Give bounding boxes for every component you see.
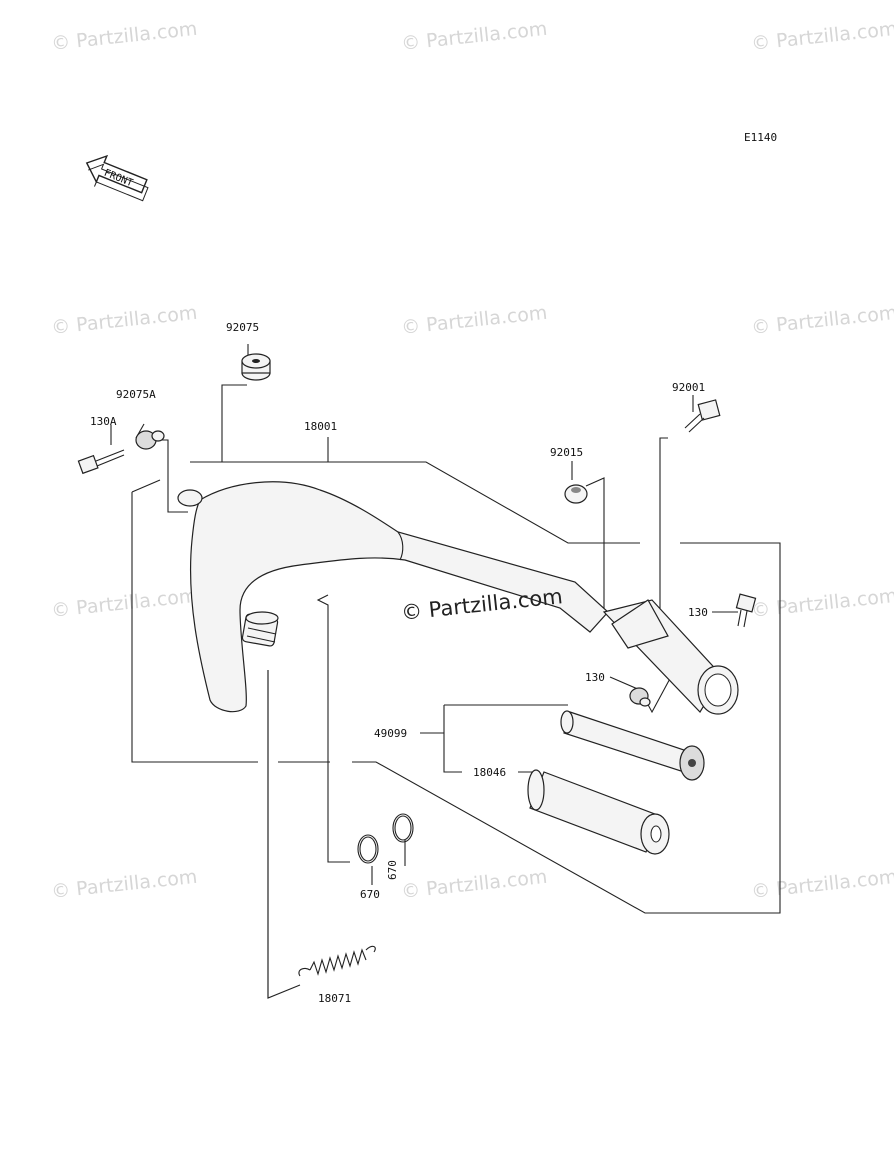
watermark: © Partzilla.com: [750, 585, 894, 622]
part-label-92075: 92075: [226, 321, 259, 334]
watermark: © Partzilla.com: [400, 302, 548, 339]
center-watermark: © Partzilla.com: [400, 584, 564, 625]
part-labels: 92075 92075A 130A 18001 92015 92001 130 …: [90, 321, 708, 1005]
nut-92015: [564, 484, 588, 504]
bolt-130-lower: [629, 687, 651, 707]
leader-lines: [110, 344, 781, 999]
watermark: © Partzilla.com: [750, 866, 894, 903]
silencer-49099: [560, 710, 705, 781]
part-label-130-upper: 130: [688, 606, 708, 619]
bolt-92001: [684, 399, 721, 433]
watermark: © Partzilla.com: [50, 302, 198, 339]
front-arrow-icon: FRONT: [85, 154, 149, 202]
part-label-92075A: 92075A: [116, 388, 156, 401]
part-label-670-left: 670: [360, 888, 380, 901]
part-label-18046: 18046: [473, 766, 506, 779]
watermark: © Partzilla.com: [400, 18, 548, 55]
bolt-130A: [77, 449, 125, 475]
gasket-670-right: [392, 813, 414, 843]
watermark: © Partzilla.com: [50, 18, 198, 55]
gasket-670-left: [357, 834, 379, 864]
watermark: © Partzilla.com: [400, 866, 548, 903]
watermark: © Partzilla.com: [50, 585, 198, 622]
watermark: © Partzilla.com: [50, 866, 198, 903]
watermark: © Partzilla.com: [750, 18, 894, 55]
bolt-130-upper: [735, 593, 757, 628]
part-label-18071: 18071: [318, 992, 351, 1005]
diagram-code: E1140: [744, 131, 777, 144]
packing-18046: [527, 769, 670, 855]
part-label-670-right: 670: [386, 860, 399, 880]
parts: [77, 353, 757, 977]
spring-18071-icon: [298, 945, 376, 977]
muffler-tail: [602, 599, 739, 715]
part-label-18001: 18001: [304, 420, 337, 433]
part-label-92001: 92001: [672, 381, 705, 394]
part-label-130-lower: 130: [585, 671, 605, 684]
part-label-130A: 130A: [90, 415, 117, 428]
part-label-49099: 49099: [374, 727, 407, 740]
washer-92075: [241, 353, 271, 381]
part-label-92015: 92015: [550, 446, 583, 459]
exhaust-pipe-18001: [177, 481, 609, 713]
grommet-92075A: [135, 430, 165, 450]
watermark: © Partzilla.com: [750, 302, 894, 339]
